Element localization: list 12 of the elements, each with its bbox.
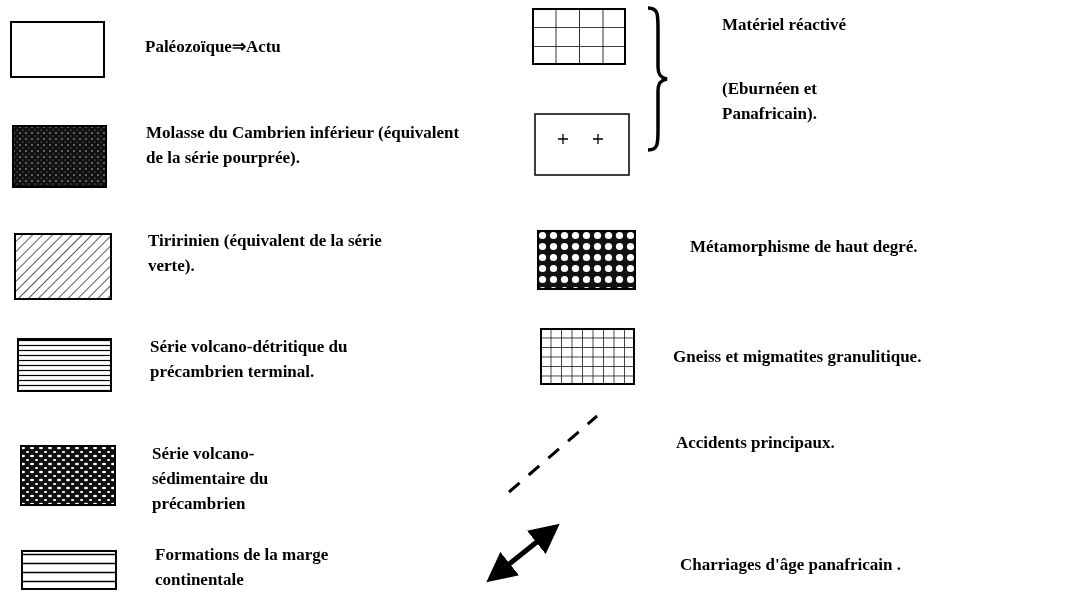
legend-text: Molasse du Cambrien inférieur (équivalent de la série pourprée). [146,122,461,169]
legend-text: (Eburnéen et Panafricain). [722,78,818,125]
legend-text: Accidents principaux. [676,432,836,454]
legend-text: Métamorphisme de haut degré. [690,236,919,258]
legend-text: Tiririnien (équivalent de la série verte). [148,230,383,277]
legend-text: Charriages d'âge panafricain . [680,554,902,576]
legend-text: Formations de la marge continentale [155,544,330,591]
legend-text: Matériel réactivé [722,14,848,36]
legend-text: Paléozoïque⇒Actu [145,36,282,58]
legend-text: Série volcano-détritique du précambrien terminal. [150,336,349,383]
legend-text: Gneiss et migmatites granulitique. [673,346,923,368]
legend-text: Série volcano- sédimentaire du précambrien [152,443,270,515]
